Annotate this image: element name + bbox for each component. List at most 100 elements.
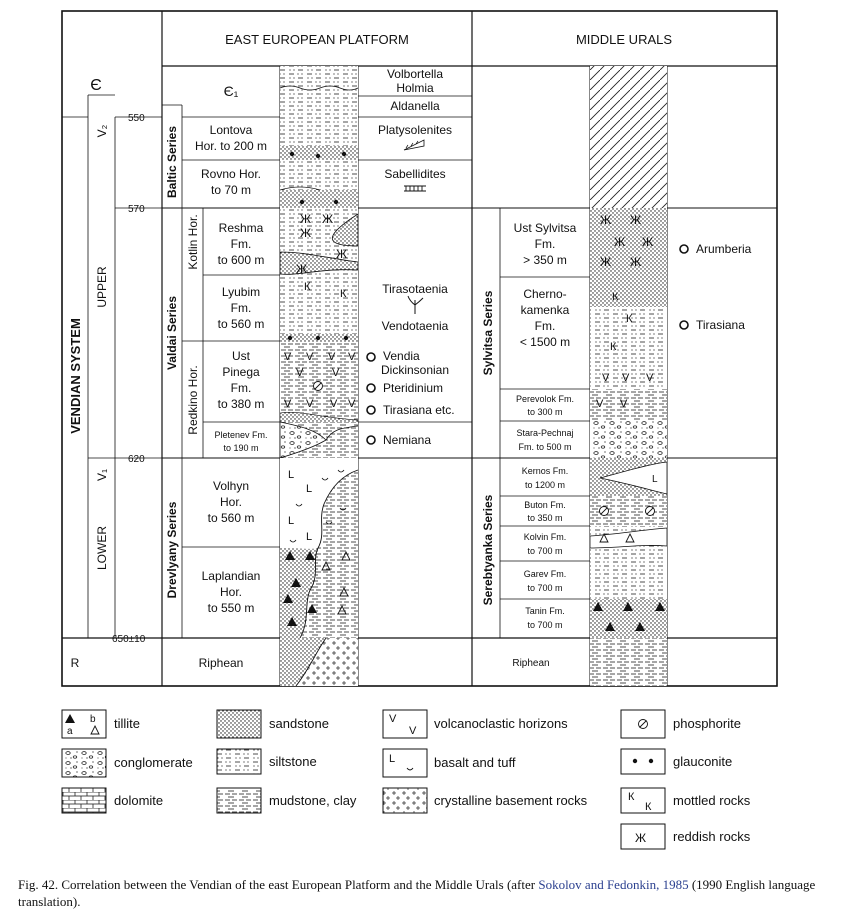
legend-tillite: a b tillite xyxy=(61,709,140,739)
unit-rovno-thickness: to 70 m xyxy=(211,183,251,197)
svg-text:V: V xyxy=(620,398,628,410)
unit-laplandian-name: Laplandian xyxy=(202,569,261,583)
svg-text:V: V xyxy=(348,398,356,410)
svg-text:V: V xyxy=(389,713,397,725)
unit-garev-name: Garev Fm. xyxy=(524,569,567,579)
unit-volhyn-hor: Hor. xyxy=(220,495,242,509)
unit-kernos-name: Kernos Fm. xyxy=(522,466,569,476)
svg-text:phosphorite: phosphorite xyxy=(673,716,741,731)
unit-tanin-name: Tanin Fm. xyxy=(525,606,565,616)
lith-perevolok xyxy=(590,389,667,421)
fossil-pteridinium: Pteridinium xyxy=(383,381,443,395)
svg-text:Ж: Ж xyxy=(635,831,646,845)
unit-chernokamenka-name-1: Cherno- xyxy=(523,287,566,301)
lith-stara-pechnaj xyxy=(590,421,667,458)
svg-text:К: К xyxy=(628,791,635,803)
unit-ust-pinega-name-1: Ust xyxy=(232,349,251,363)
lith-cambrian-silt xyxy=(280,66,358,146)
unit-lyubim-name: Lyubim xyxy=(222,285,260,299)
svg-text:b: b xyxy=(90,714,96,725)
unit-laplandian-thickness: to 550 m xyxy=(208,601,255,615)
redkino-horizon-label: Redkino Hor. xyxy=(186,365,200,434)
svg-text:V: V xyxy=(284,398,292,410)
unit-cambrian: Є₁ xyxy=(224,83,239,99)
platform-fossils: Volbortella Holmia Aldanella Platysoleni… xyxy=(378,67,452,333)
svg-text:sandstone: sandstone xyxy=(269,716,329,731)
svg-text:crystalline basement rocks: crystalline basement rocks xyxy=(434,793,588,808)
fossil-tirasotaenia: Tirasotaenia xyxy=(382,282,448,296)
unit-perevolok-thickness: to 300 m xyxy=(527,407,562,417)
unit-lyubim-fm: Fm. xyxy=(231,301,252,315)
svg-text:L: L xyxy=(306,483,312,495)
unit-ust-pinega-thickness: to 380 m xyxy=(218,397,265,411)
unit-kolvin-name: Kolvin Fm. xyxy=(524,532,567,542)
fossil-volbortella: Volbortella xyxy=(387,67,443,81)
riphean-r-label: R xyxy=(71,656,80,670)
lith-laplandian-tillite xyxy=(280,548,318,638)
urals-units: Ust Sylvitsa Fm. > 350 m Cherno- kamenka… xyxy=(512,221,576,669)
svg-text:К: К xyxy=(610,341,617,353)
lith-lontova-sand xyxy=(280,146,358,160)
legend-conglomerate: conglomerate xyxy=(61,748,193,778)
svg-text:V: V xyxy=(296,367,304,379)
svg-text:V: V xyxy=(306,351,314,363)
unit-ust-sylvitsa-name: Ust Sylvitsa xyxy=(514,221,577,235)
svg-text:basalt and tuff: basalt and tuff xyxy=(434,755,516,770)
fossil-nemiana: Nemiana xyxy=(383,433,431,447)
svg-text:mottled rocks: mottled rocks xyxy=(673,793,751,808)
unit-ust-pinega-fm: Fm. xyxy=(231,381,252,395)
unit-chernokamenka-fm: Fm. xyxy=(535,319,556,333)
unit-stara-pechnaj-thickness: Fm. to 500 m xyxy=(518,442,571,452)
platform-header: EAST EUROPEAN PLATFORM xyxy=(225,32,409,47)
platysolenites-icon xyxy=(403,139,425,151)
caption-suffix: (1990 English language translation). xyxy=(18,877,816,909)
svg-text:L: L xyxy=(652,474,658,485)
unit-ust-sylvitsa-fm: Fm. xyxy=(535,237,556,251)
fossil-holmia: Holmia xyxy=(396,81,434,95)
svg-text:Ж: Ж xyxy=(600,213,611,227)
svg-text:siltstone: siltstone xyxy=(269,754,317,769)
svg-text:К: К xyxy=(626,313,633,325)
svg-text:V: V xyxy=(284,351,292,363)
svg-text:V: V xyxy=(409,725,417,737)
svg-text:glauconite: glauconite xyxy=(673,754,732,769)
fossil-arumberia: Arumberia xyxy=(696,242,752,256)
fossil-sabellidites: Sabellidites xyxy=(384,167,445,181)
svg-text:К: К xyxy=(612,291,619,303)
unit-garev-thickness: to 700 m xyxy=(527,583,562,593)
svg-text:L: L xyxy=(389,753,395,765)
svg-text:V: V xyxy=(328,351,336,363)
age-570: 570 xyxy=(128,204,145,215)
citation-link[interactable]: Sokolov and Fedonkin, 1985 xyxy=(538,877,689,892)
unit-buton-thickness: to 350 m xyxy=(527,513,562,523)
svg-text:Ж: Ж xyxy=(600,255,611,269)
svg-text:conglomerate: conglomerate xyxy=(114,755,193,770)
svg-text:V: V xyxy=(596,398,604,410)
unit-ust-pinega-name-2: Pinega xyxy=(222,365,260,379)
legend-mudstone: mudstone, clay xyxy=(216,787,357,814)
svg-text:Ж: Ж xyxy=(322,212,333,226)
fossil-platysolenites: Platysolenites xyxy=(378,123,452,137)
svg-text:V: V xyxy=(348,351,356,363)
svg-text:L: L xyxy=(288,469,294,481)
legend-volcanoclastic: V V volcanoclastic horizons xyxy=(382,709,568,739)
legend-siltstone: siltstone xyxy=(216,748,317,775)
unit-urals-riphean: Riphean xyxy=(512,658,549,669)
unit-volhyn-thickness: to 560 m xyxy=(208,511,255,525)
fossil-vendotaenia: Vendotaenia xyxy=(382,319,449,333)
unit-reshma-fm: Fm. xyxy=(231,237,252,251)
baltic-series-label: Baltic Series xyxy=(165,126,179,198)
unit-pletenev-name: Pletenev Fm. xyxy=(214,430,267,440)
unit-lontova-thickness: Hor. to 200 m xyxy=(195,139,267,153)
unit-tanin-thickness: to 700 m xyxy=(527,620,562,630)
lith-urals-riphean xyxy=(590,638,667,686)
svg-text:volcanoclastic horizons: volcanoclastic horizons xyxy=(434,716,568,731)
unit-laplandian-hor: Hor. xyxy=(220,585,242,599)
tirasotaenia-icon xyxy=(407,295,424,314)
unit-perevolok-name: Perevolok Fm. xyxy=(516,394,574,404)
unit-kernos-thickness: to 1200 m xyxy=(525,480,565,490)
valdai-series-label: Valdai Series xyxy=(165,296,179,370)
sabellidites-icon xyxy=(404,185,426,192)
